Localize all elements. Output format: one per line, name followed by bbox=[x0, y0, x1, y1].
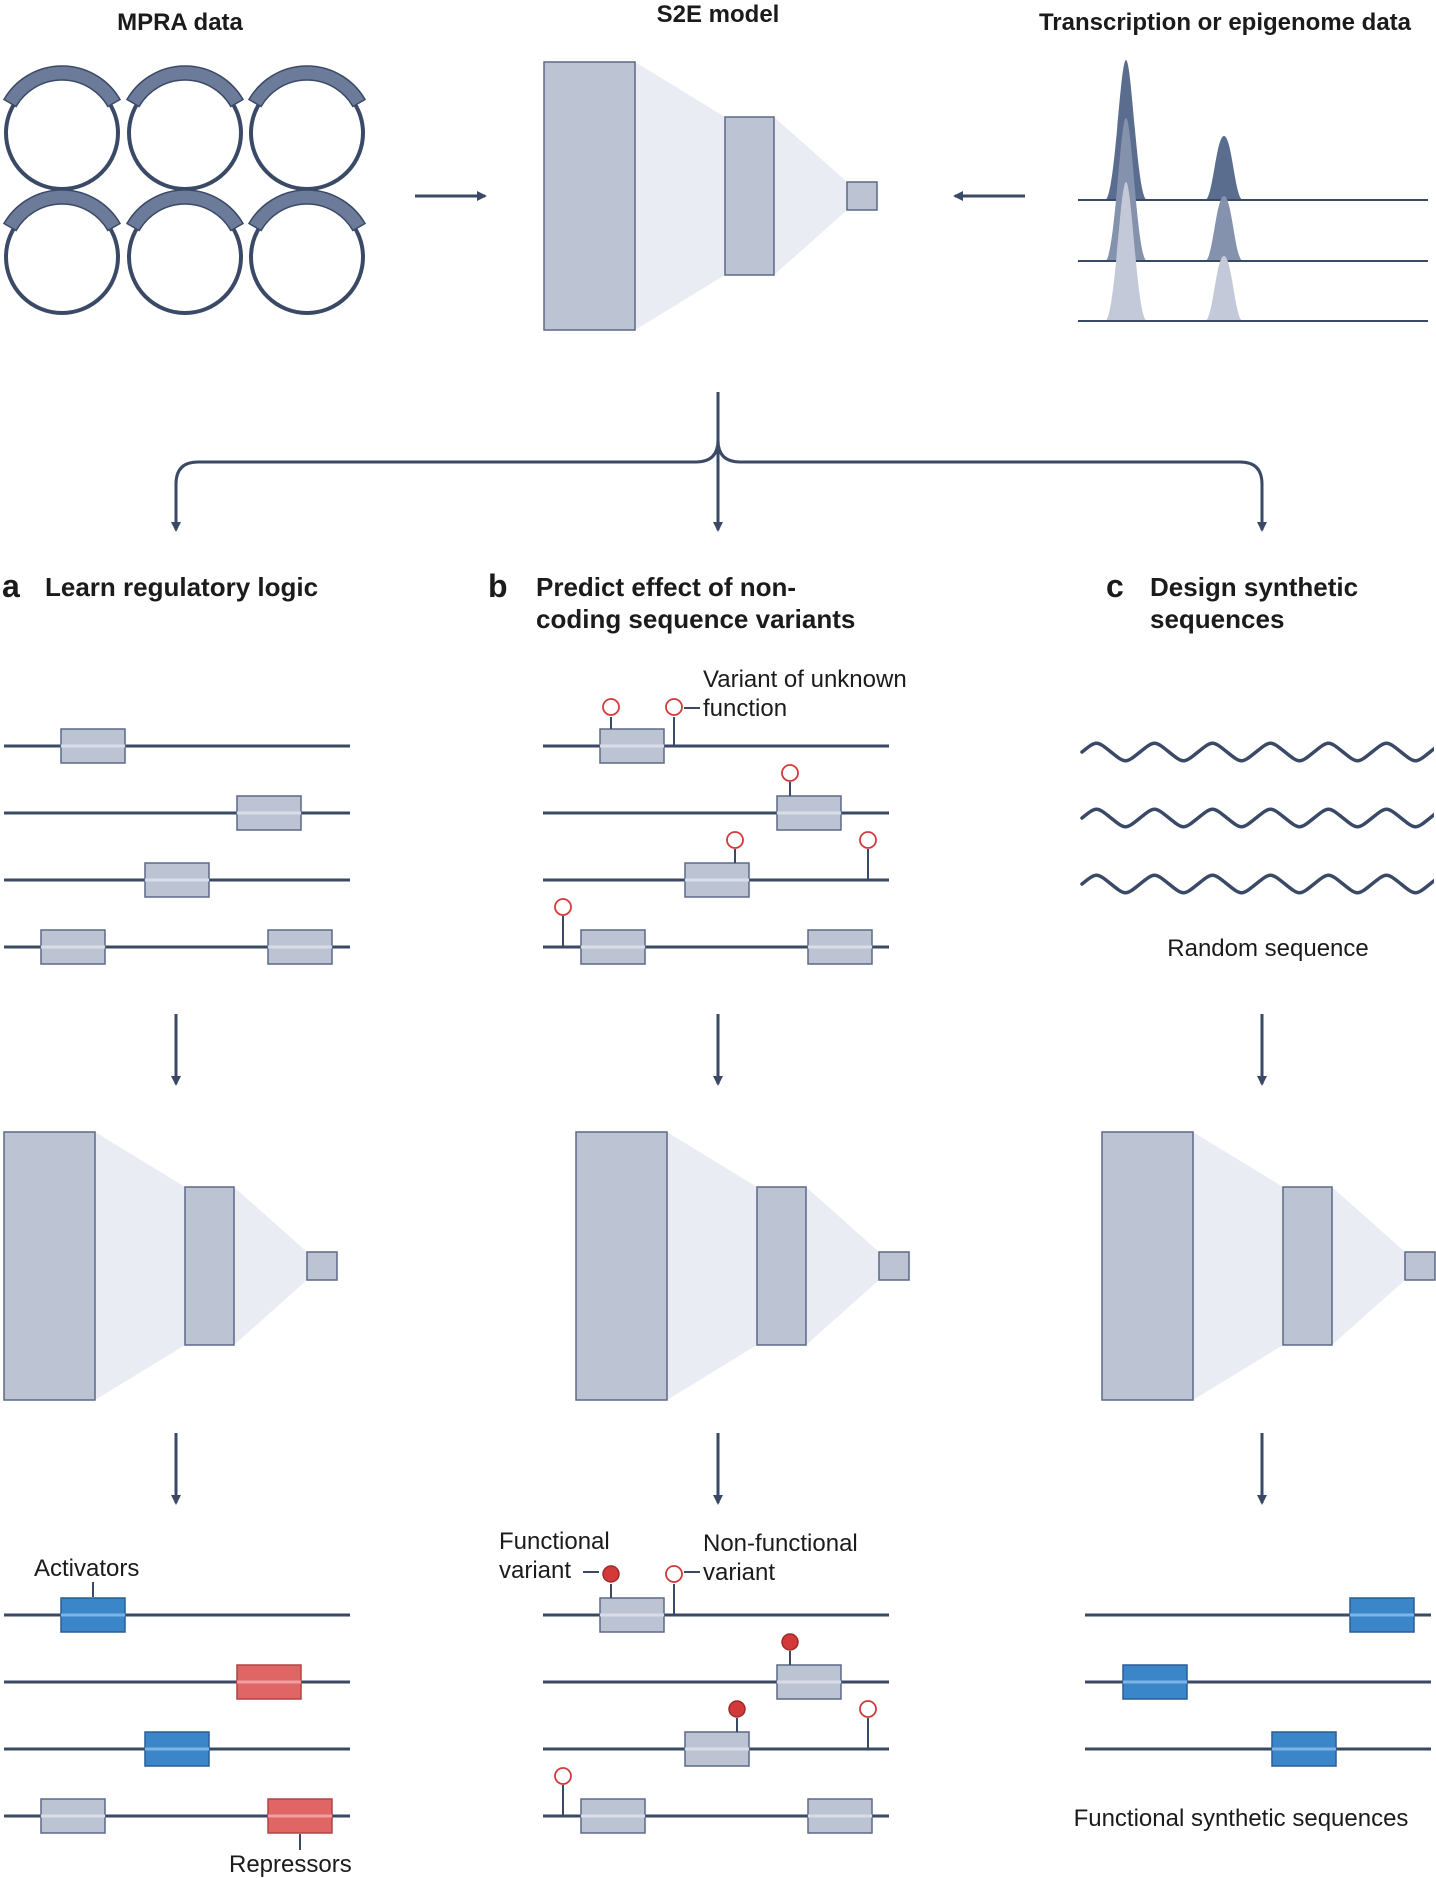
output-layer bbox=[1404, 1251, 1436, 1281]
nonfunctional-variant-marker bbox=[665, 1565, 683, 1615]
sequence-line bbox=[1085, 1664, 1431, 1700]
functional-variant-marker bbox=[781, 1633, 799, 1665]
panel-a-letter: a bbox=[2, 568, 20, 604]
sequence-line bbox=[543, 898, 889, 965]
sequence-line bbox=[4, 1664, 350, 1700]
panel-c-model-network bbox=[1101, 1131, 1436, 1401]
plasmid-insert bbox=[247, 65, 367, 108]
functional-variant-marker bbox=[728, 1700, 746, 1732]
panel-b-title-line1: Predict effect of non- bbox=[536, 572, 796, 602]
sequence-line bbox=[4, 929, 350, 965]
sequence-line bbox=[543, 1700, 889, 1767]
random-sequence-waves bbox=[1080, 741, 1434, 895]
panel-c-output-sequences bbox=[1085, 1597, 1431, 1767]
input-layer bbox=[1101, 1131, 1194, 1401]
input-layer bbox=[575, 1131, 668, 1401]
sequence-line bbox=[4, 1798, 350, 1834]
mpra-data-label: MPRA data bbox=[117, 9, 243, 36]
functional-synthetic-label: Functional synthetic sequences bbox=[1074, 1805, 1409, 1832]
plasmid bbox=[247, 189, 367, 315]
hidden-layer bbox=[1282, 1186, 1333, 1346]
sequence-line bbox=[543, 1565, 889, 1633]
random-sequence-wave bbox=[1080, 807, 1434, 829]
random-sequence-wave bbox=[1080, 873, 1434, 895]
plasmid bbox=[2, 189, 122, 315]
transcription-data-label: Transcription or epigenome data bbox=[1039, 9, 1412, 36]
hidden-layer bbox=[184, 1186, 235, 1346]
sequence-line bbox=[543, 1767, 889, 1834]
repressors-label: Repressors bbox=[229, 1851, 352, 1878]
sequence-line bbox=[4, 728, 350, 764]
plasmid-grid bbox=[2, 65, 367, 315]
sequence-line bbox=[543, 831, 889, 898]
panel-b-letter: b bbox=[488, 568, 508, 604]
plasmid-insert bbox=[2, 65, 122, 108]
variant-unknown-label-line1: Variant of unknown bbox=[703, 666, 907, 693]
s2e-model-network bbox=[543, 61, 878, 331]
panel-c-letter: c bbox=[1106, 568, 1124, 604]
sequence-line bbox=[4, 1731, 350, 1767]
input-layer bbox=[543, 61, 636, 331]
variant-marker bbox=[665, 698, 683, 746]
functional-variant-label-line1: Functional bbox=[499, 1528, 610, 1555]
plasmid bbox=[2, 65, 122, 191]
panel-b-output-sequences: Functional variant Non-functional varian… bbox=[499, 1528, 889, 1834]
activators-label: Activators bbox=[34, 1555, 139, 1582]
output-layer bbox=[878, 1251, 910, 1281]
sequence-line bbox=[4, 862, 350, 898]
output-layer bbox=[306, 1251, 338, 1281]
variant-unknown-label-line2: function bbox=[703, 695, 787, 722]
hidden-layer bbox=[724, 116, 775, 276]
plasmid-insert bbox=[2, 189, 122, 232]
hidden-layer bbox=[756, 1186, 807, 1346]
panel-a-input-sequences bbox=[4, 728, 350, 965]
plasmid-insert bbox=[125, 65, 245, 108]
plasmid bbox=[247, 65, 367, 191]
sequence-line bbox=[543, 698, 889, 764]
sequence-line bbox=[1085, 1731, 1431, 1767]
variant-marker bbox=[726, 831, 744, 863]
panel-a-output-sequences: Activators Repressors bbox=[4, 1555, 352, 1878]
branch-connector bbox=[171, 392, 1267, 532]
sequence-line bbox=[543, 1633, 889, 1700]
nonfunctional-variant-marker bbox=[859, 1700, 877, 1749]
panel-b-title-line2: coding sequence variants bbox=[536, 604, 855, 634]
random-sequence-label: Random sequence bbox=[1167, 935, 1368, 962]
sequence-line bbox=[1085, 1597, 1431, 1633]
panel-c-title-line1: Design synthetic bbox=[1150, 572, 1358, 602]
random-sequence-wave bbox=[1080, 741, 1434, 763]
panel-b-model-network bbox=[575, 1131, 910, 1401]
functional-variant-label-line2: variant bbox=[499, 1557, 571, 1584]
plasmid bbox=[125, 65, 245, 191]
variant-marker bbox=[859, 831, 877, 880]
s2e-model-label: S2E model bbox=[657, 1, 780, 28]
input-layer bbox=[3, 1131, 96, 1401]
nonfunctional-variant-label-line2: variant bbox=[703, 1559, 775, 1586]
panel-a-model-network bbox=[3, 1131, 338, 1401]
nonfunctional-variant-marker bbox=[554, 1767, 572, 1816]
signal-tracks bbox=[1078, 60, 1428, 322]
track-3 bbox=[1078, 182, 1428, 322]
plasmid-insert bbox=[125, 189, 245, 232]
panel-a-title: Learn regulatory logic bbox=[45, 572, 318, 602]
plasmid bbox=[125, 189, 245, 315]
plasmid-insert bbox=[247, 189, 367, 232]
sequence-line bbox=[4, 795, 350, 831]
panel-c-title-line2: sequences bbox=[1150, 604, 1284, 634]
sequence-line bbox=[4, 1597, 350, 1633]
variant-marker bbox=[554, 898, 572, 947]
functional-variant-marker bbox=[602, 1565, 620, 1598]
nonfunctional-variant-label-line1: Non-functional bbox=[703, 1530, 858, 1557]
output-layer bbox=[846, 181, 878, 211]
variant-marker bbox=[781, 764, 799, 796]
sequence-line bbox=[543, 764, 889, 831]
variant-marker bbox=[602, 698, 620, 729]
panel-b-input-sequences bbox=[543, 698, 889, 965]
